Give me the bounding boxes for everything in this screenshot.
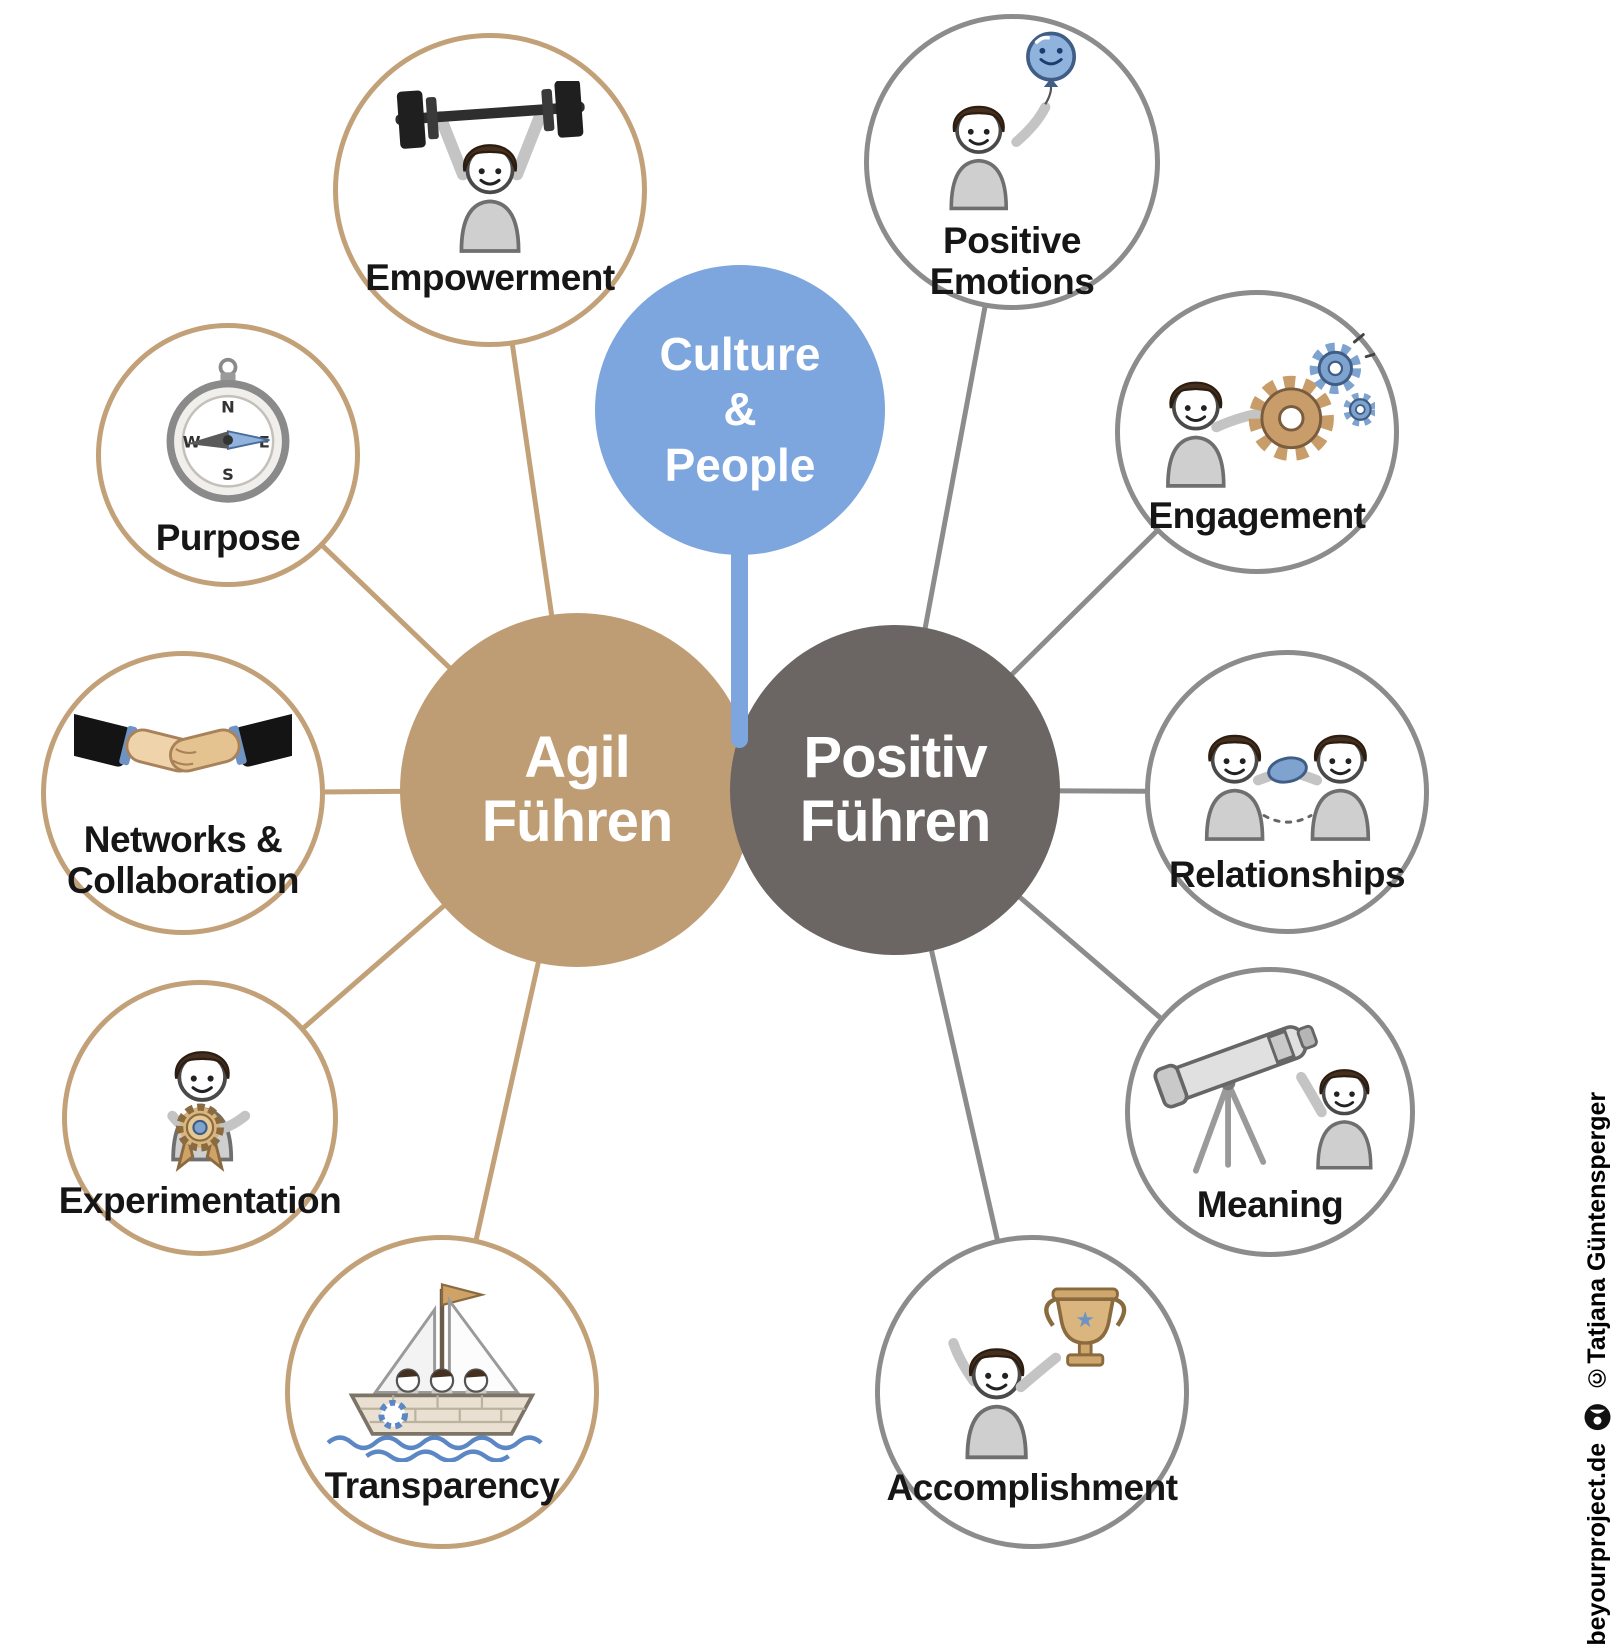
node-meaning: Meaning <box>1125 967 1415 1257</box>
svg-text:S: S <box>222 465 234 484</box>
svg-text:W: W <box>183 433 201 452</box>
node-label: Networks & Collaboration <box>67 818 299 901</box>
weightlifter-icon <box>377 79 603 254</box>
node-label: Transparency <box>324 1465 560 1507</box>
compass-icon: N E S W <box>159 351 297 514</box>
node-purpose: N E S W Purpose <box>96 323 360 587</box>
node-transparency: Transparency <box>285 1235 599 1549</box>
gears-person-icon <box>1140 327 1378 492</box>
svg-text:★: ★ <box>1075 1308 1095 1333</box>
trophy-person-icon: ★ <box>930 1275 1135 1464</box>
credit-logo-icon <box>1584 1404 1611 1431</box>
credit-site: beyourproject.de <box>1583 1443 1611 1646</box>
node-label: Engagement <box>1148 495 1366 537</box>
node-label: Purpose <box>155 517 301 559</box>
hub-positiv-fuehren: Positiv Führen <box>730 625 1060 955</box>
balloon-person-icon <box>918 22 1106 217</box>
center-stem-connector <box>731 505 748 748</box>
sailboat-icon <box>316 1277 568 1463</box>
credit-author: ©Tatjana Güntensperger <box>1583 1092 1611 1393</box>
telescope-person-icon <box>1152 998 1389 1181</box>
node-label: Empowerment <box>365 257 615 299</box>
credit-bar: beyourproject.de ©Tatjana Güntensperger <box>1583 1092 1612 1646</box>
award-ribbon-icon <box>120 1014 280 1177</box>
hub-label: Agil Führen <box>481 725 674 854</box>
center-label: Culture & People <box>659 328 821 491</box>
hub-agil-fuehren: Agil Führen <box>400 613 754 967</box>
node-empowerment: Empowerment <box>333 33 647 347</box>
svg-text:N: N <box>221 398 235 417</box>
handshake-icon <box>59 685 307 816</box>
people-handshake-icon <box>1170 689 1405 851</box>
node-label: Meaning <box>1196 1184 1344 1226</box>
node-label: Experimentation <box>58 1180 342 1222</box>
node-networks-collaboration: Networks & Collaboration <box>41 651 325 935</box>
node-positive-emotions: Positive Emotions <box>864 14 1160 310</box>
node-experimentation: Experimentation <box>58 980 342 1256</box>
node-label: Relationships <box>1168 853 1406 895</box>
node-accomplishment: ★ Accomplishment <box>875 1235 1189 1549</box>
hub-label: Positiv Führen <box>799 725 992 854</box>
node-label: Accomplishment <box>886 1467 1178 1509</box>
node-relationships: Relationships <box>1145 650 1429 934</box>
node-label: Positive Emotions <box>929 219 1095 302</box>
node-engagement: Engagement <box>1115 290 1399 574</box>
